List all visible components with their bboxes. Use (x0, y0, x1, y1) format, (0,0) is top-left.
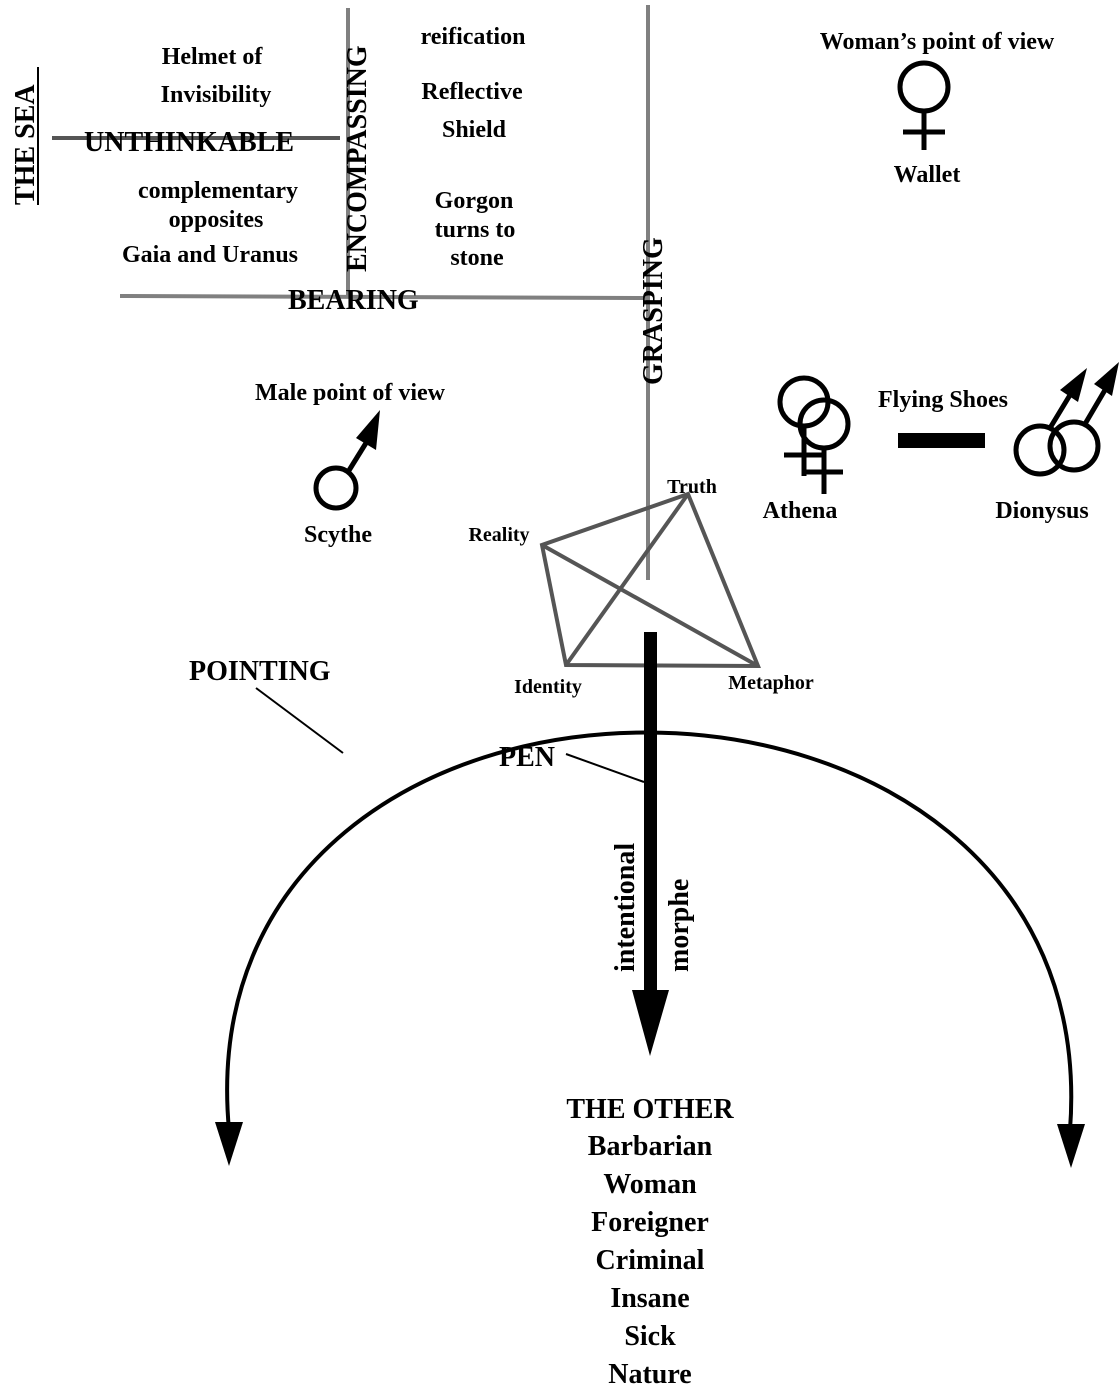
the-sea-label-group: THE SEA (10, 67, 41, 205)
other-item-1: Barbarian (588, 1131, 713, 1162)
scythe-label: Scythe (304, 522, 372, 548)
male-pov-label: Male point of view (255, 380, 446, 406)
dionysus-label: Dionysus (995, 498, 1088, 524)
pointing-arrowhead-right (1057, 1124, 1085, 1168)
pointing-leader (255, 687, 344, 754)
bearing-line (119, 294, 649, 300)
gorgon-line2: turns to (435, 217, 516, 243)
pen-arrowhead (632, 990, 669, 1056)
helmet-line2: Invisibility (161, 82, 272, 108)
flying-shoes-bar (898, 433, 985, 448)
the-sea-label: THE SEA (10, 84, 41, 205)
complementary-line1: complementary (138, 178, 298, 204)
bearing-label: BEARING (288, 285, 419, 316)
unthinkable-label: UNTHINKABLE (84, 127, 294, 158)
grasping-label: GRASPING (638, 237, 669, 385)
pen-leader (565, 753, 645, 783)
other-item-6: Sick (624, 1321, 676, 1352)
double-venus-icon (777, 375, 851, 494)
quad-diagonal-2 (541, 543, 759, 668)
venus-icon (897, 60, 951, 150)
other-item-3: Foreigner (591, 1207, 709, 1238)
morphe-label: morphe (664, 879, 695, 972)
gorgon-line1: Gorgon (435, 188, 514, 214)
other-item-7: Nature (608, 1359, 691, 1390)
helmet-line1: Helmet of (162, 44, 264, 70)
wallet-label: Wallet (894, 162, 961, 188)
encompassing-label: ENCOMPASSING (342, 45, 373, 272)
quad-diagonal-1 (564, 492, 690, 667)
reflective-line1: Reflective (421, 79, 523, 105)
intentional-label: intentional (610, 843, 641, 972)
other-item-4: Criminal (596, 1245, 705, 1276)
reality-label: Reality (468, 524, 529, 546)
gorgon-line3: stone (450, 245, 504, 271)
athena-label: Athena (763, 498, 838, 524)
flying-shoes-label: Flying Shoes (878, 387, 1008, 413)
pointing-label: POINTING (189, 656, 331, 687)
pointing-arrowhead-left (215, 1122, 243, 1166)
complementary-line3: Gaia and Uranus (122, 242, 298, 268)
metaphor-label: Metaphor (728, 672, 814, 694)
pen-label: PEN (499, 742, 555, 773)
truth-label: Truth (667, 476, 717, 498)
double-mars-icon (1013, 362, 1119, 477)
mars-icon (313, 410, 380, 511)
reflective-line2: Shield (442, 117, 507, 143)
womans-pov-label: Woman’s point of view (820, 29, 1055, 55)
identity-label: Identity (514, 676, 582, 698)
complementary-line2: opposites (169, 207, 264, 233)
other-item-2: Woman (603, 1169, 697, 1200)
other-item-0: THE OTHER (566, 1094, 734, 1125)
other-item-5: Insane (610, 1283, 689, 1314)
pen-shaft (644, 632, 657, 994)
reification-label: reification (421, 24, 526, 50)
